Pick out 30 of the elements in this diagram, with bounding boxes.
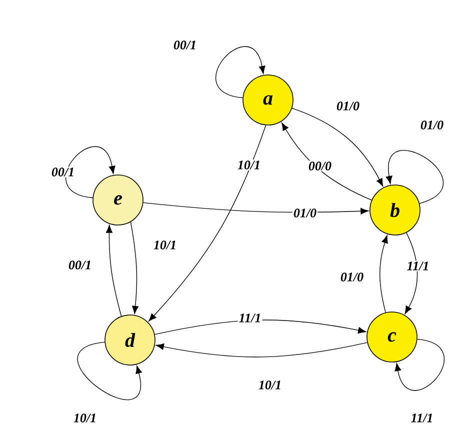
arrow [404,232,418,314]
arrow [148,124,266,322]
arrow [156,342,368,358]
arrow [386,150,444,204]
arrow [77,342,142,400]
edge-label: 01/0 [419,120,445,130]
edge-label: 10/1 [257,380,283,390]
arrow [154,320,366,335]
edge-label: 00/1 [50,166,76,178]
arrow [142,202,369,214]
edge-label: 00/1 [172,40,198,50]
arrow [394,338,444,391]
edge-label: 11/1 [238,312,262,324]
arrow [282,122,372,200]
edge-label: 10/1 [236,160,262,170]
arrow [380,235,388,313]
arrow [66,146,116,198]
edge-label: 01/0 [339,272,365,282]
edge-label: 01/0 [292,208,318,218]
edge-label: 11/1 [406,260,430,272]
edge-label: 11/1 [410,412,434,424]
arrow [106,224,122,316]
edge-label: 00/1 [67,260,93,270]
edge-label: 00/0 [307,160,333,172]
arrow [216,46,266,98]
arrow [130,222,138,314]
arrow [292,108,384,186]
edge-label: 01/0 [335,100,361,112]
edge-label: 10/1 [72,412,98,424]
edge-label: 10/1 [152,240,178,250]
